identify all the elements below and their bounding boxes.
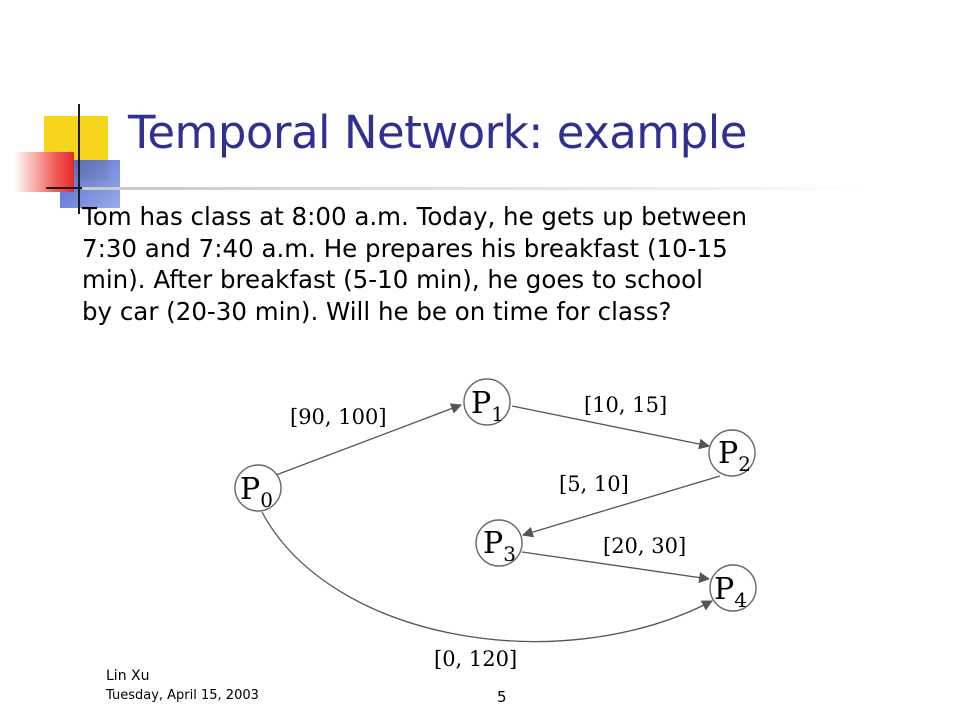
- edge-label-p0-p1: [90, 100]: [290, 405, 387, 429]
- node-letter: P: [240, 472, 260, 507]
- svg-text:P0: P0: [240, 472, 273, 512]
- node-subscript: 3: [503, 542, 516, 566]
- svg-text:P2: P2: [718, 436, 751, 476]
- edge-p0-p4: [261, 511, 713, 643]
- problem-line: Tom has class at 8:00 a.m. Today, he get…: [82, 202, 748, 231]
- edge-label-p3-p4: [20, 30]: [603, 534, 686, 558]
- edge-label-p0-p4: [0, 120]: [434, 647, 517, 671]
- node-letter: P: [718, 436, 738, 471]
- node-letter: P: [714, 572, 734, 607]
- svg-text:P1: P1: [471, 386, 504, 426]
- footer-author: Lin Xu: [106, 668, 150, 684]
- edge-label-p2-p3: [5, 10]: [559, 472, 629, 496]
- decorative-red-bar: [14, 152, 74, 192]
- node-p2: P2: [708, 429, 756, 477]
- edge-p3-p4: [521, 551, 711, 584]
- node-subscript: 0: [260, 488, 273, 512]
- node-letter: P: [483, 526, 503, 561]
- svg-text:P4: P4: [714, 572, 747, 612]
- edge-p0-p1: [275, 403, 463, 476]
- svg-text:P3: P3: [483, 526, 516, 566]
- decorative-horizontal-line: [46, 187, 116, 189]
- slide-title: Temporal Network: example: [128, 106, 747, 159]
- node-subscript: 4: [734, 588, 747, 612]
- node-p1: P1: [463, 378, 511, 426]
- problem-line: min). After breakfast (5-10 min), he goe…: [82, 265, 703, 294]
- problem-line: 7:30 and 7:40 a.m. He prepares his break…: [82, 233, 728, 263]
- node-letter: P: [471, 386, 491, 421]
- edge-label-p1-p2: [10, 15]: [584, 393, 667, 417]
- slide-number: 5: [497, 688, 507, 706]
- node-subscript: 2: [738, 452, 751, 476]
- problem-description: Tom has class at 8:00 a.m. Today, he get…: [82, 201, 902, 327]
- edge-p2-p3: [521, 475, 721, 538]
- node-p0: P0: [234, 464, 282, 512]
- node-p3: P3: [475, 519, 523, 567]
- title-underline: [82, 187, 862, 190]
- footer-date: Tuesday, April 15, 2003: [106, 688, 259, 703]
- problem-line: by car (20-30 min). Will he be on time f…: [82, 296, 672, 326]
- node-subscript: 1: [491, 402, 504, 426]
- node-p4: P4: [709, 564, 757, 612]
- decorative-vertical-line: [78, 104, 80, 214]
- edge-p1-p2: [511, 405, 711, 450]
